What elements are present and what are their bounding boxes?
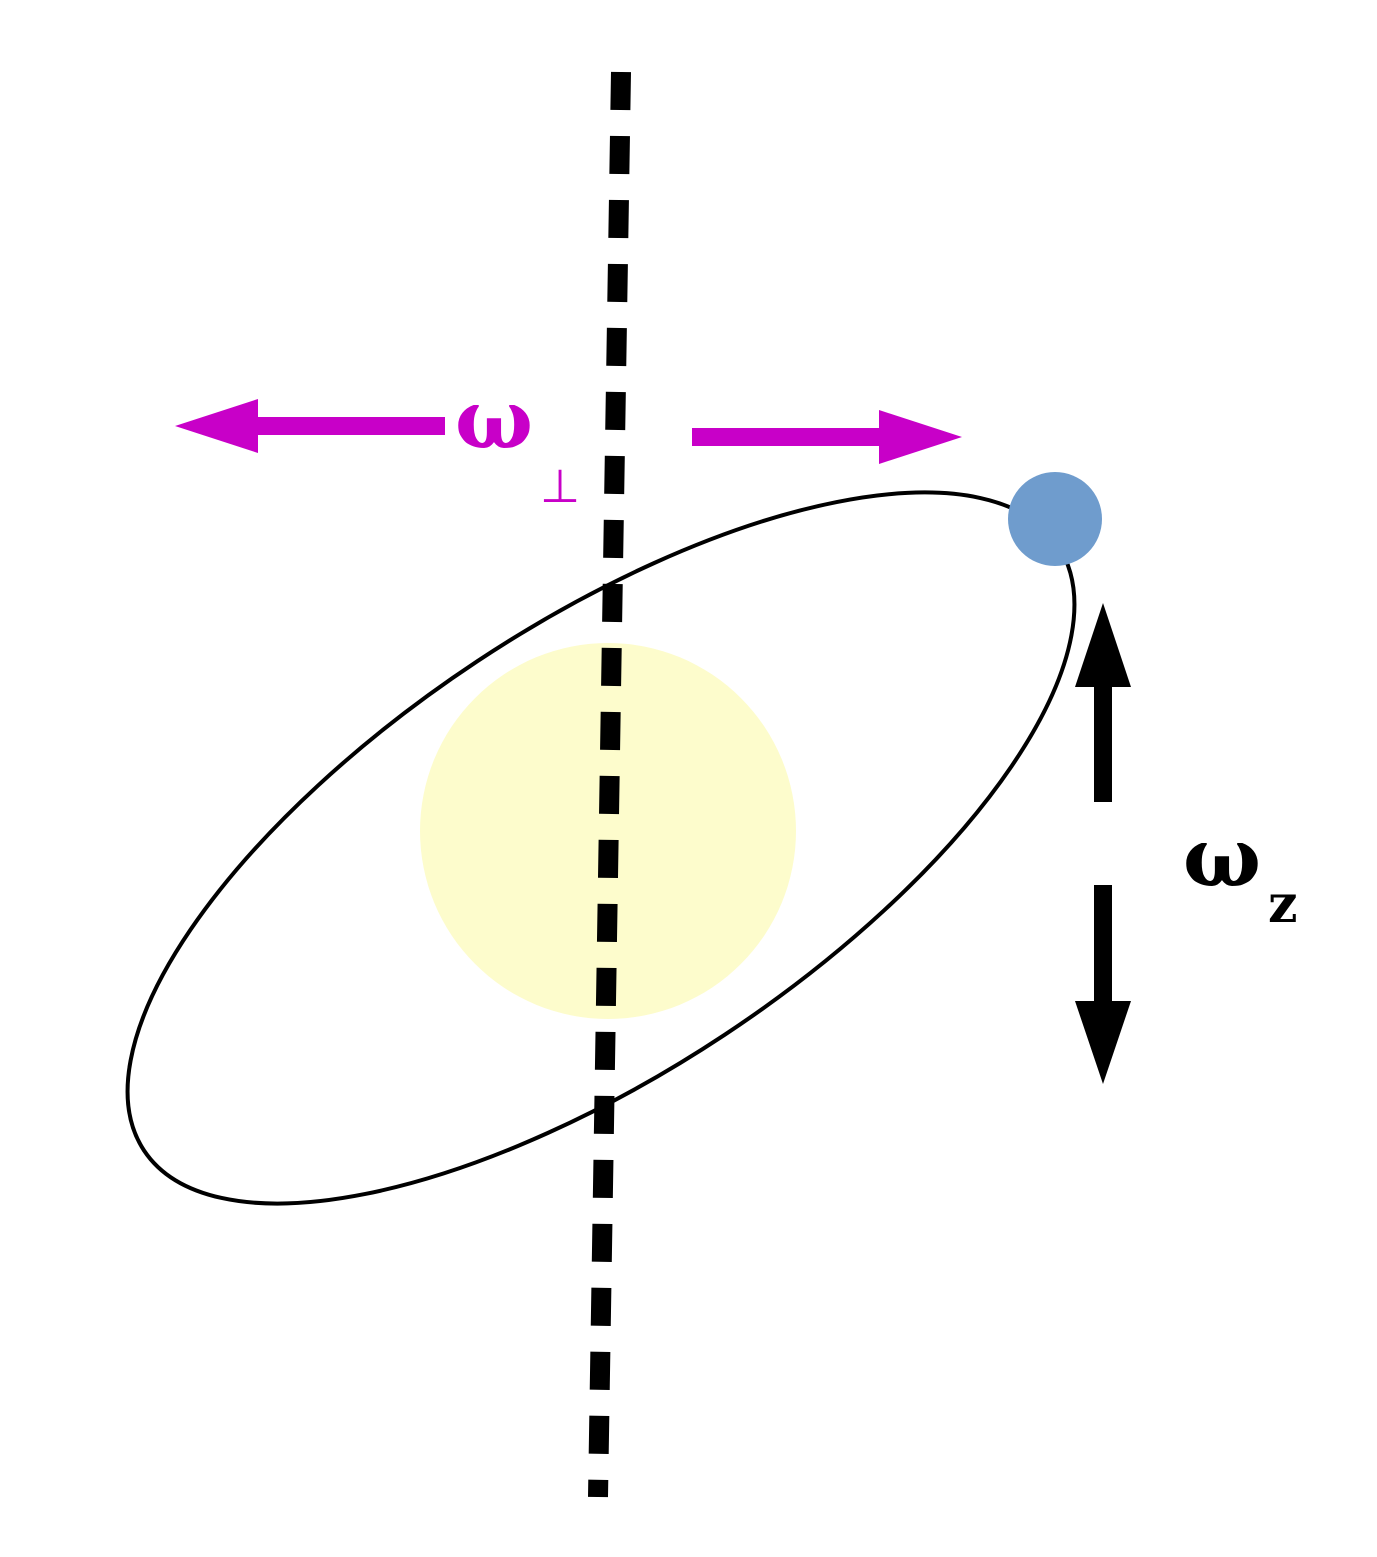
perp-arrow-right (692, 410, 962, 464)
rotation-axis-dashed-line (588, 71, 631, 1498)
omega-perp-symbol: ω (455, 372, 533, 468)
omega-z-subscript: z (1268, 874, 1298, 935)
omega-z-symbol: ω (1183, 810, 1261, 906)
central-body (420, 643, 796, 1019)
orbiting-body (1008, 472, 1102, 566)
perp-arrow-left (175, 399, 445, 453)
z-arrow-up (1075, 603, 1131, 802)
perp-arrows (175, 399, 962, 464)
z-arrow-down (1075, 885, 1131, 1084)
z-arrows (1075, 603, 1131, 1084)
omega-perp-subscript: ⊥ (540, 459, 580, 513)
